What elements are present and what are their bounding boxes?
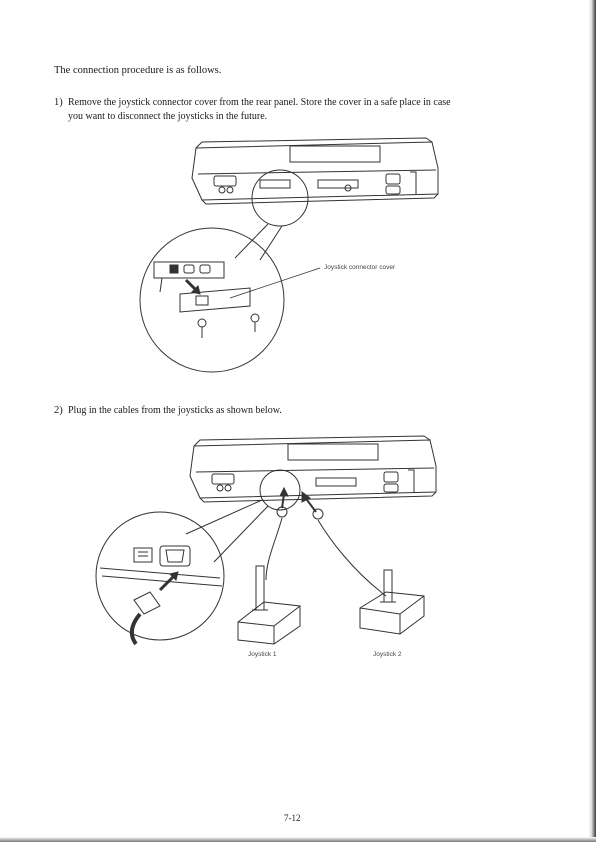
step-2-line-1: Plug in the cables from the joysticks as… [68,405,282,416]
joystick-1-illustration [237,565,301,645]
zoom-source-circle [251,169,309,227]
joystick-2-label: Joystick 2 [373,651,402,658]
computer-rear-panel-illustration [191,137,439,205]
step-1-line-1: Remove the joystick connector cover from… [68,97,451,108]
intro-text: The connection procedure is as follows. [54,65,222,76]
scan-bottom-edge [0,837,596,842]
zoom-detail-circle [139,227,285,373]
figure-1-rear-panel-cover-removal [139,137,439,373]
figure-2-joystick-cable-connection [95,435,437,646]
joystick-1-label: Joystick 1 [248,651,277,658]
page-number: 7-12 [284,813,301,823]
computer-rear-panel-illustration-2 [189,435,437,503]
step-1-line-2: you want to disconnect the joysticks in … [68,111,268,122]
joystick-2-illustration [359,569,425,635]
step-2-number: 2) [54,405,63,416]
scan-page-edge [588,0,596,842]
step-1-number: 1) [54,97,63,108]
joystick-connector-cover-label: Joystick connector cover [324,264,396,271]
